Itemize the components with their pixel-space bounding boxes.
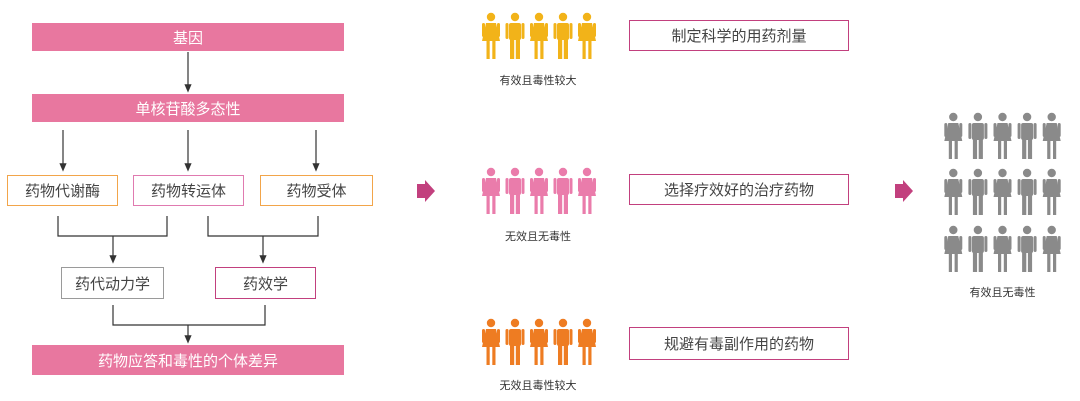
action-label: 规避有毒副作用的药物 [663, 335, 814, 353]
person-icon [1017, 168, 1037, 215]
people-group-ineffective-toxic [478, 318, 600, 366]
people-icons [944, 225, 1061, 272]
people-icons [482, 167, 596, 214]
group-caption: 无效且无毒性 [505, 230, 571, 243]
person-icon [944, 168, 963, 215]
person-icon [482, 318, 500, 365]
person-icon [553, 318, 573, 365]
person-icon [1042, 168, 1061, 215]
person-icon [482, 12, 500, 59]
factor-label: 药物代谢酶 [24, 182, 100, 200]
action-label: 选择疗效好的治疗药物 [663, 181, 814, 199]
snp-bar: 单核苷酸多态性 [32, 94, 344, 122]
pharmacokinetics-box: 药代动力学 [61, 267, 164, 299]
person-icon [993, 225, 1012, 272]
section-arrow-1 [417, 180, 435, 202]
factor-label: 药物受体 [286, 182, 347, 200]
person-icon [968, 112, 988, 159]
person-icon [1017, 112, 1037, 159]
pharmacodynamics-label: 药效学 [242, 274, 288, 293]
person-icon [578, 12, 596, 59]
factor-label: 药物转运体 [150, 182, 226, 200]
people-group-effective-toxic [478, 12, 600, 60]
person-icon [530, 167, 548, 214]
person-icon [530, 12, 548, 59]
person-icon [505, 318, 525, 365]
action-box-select-drug: 选择疗效好的治疗药物 [629, 174, 849, 205]
action-label: 制定科学的用药剂量 [671, 27, 807, 45]
bracket-result [112, 305, 266, 326]
person-icon [1042, 225, 1061, 272]
person-icon [530, 318, 548, 365]
section-arrow-2 [895, 180, 913, 202]
snp-label: 单核苷酸多态性 [135, 99, 241, 118]
person-icon [944, 112, 963, 159]
factor-box-metabolic-enzyme: 药物代谢酶 [7, 175, 118, 206]
person-icon [505, 167, 525, 214]
action-box-avoid-toxic: 规避有毒副作用的药物 [629, 327, 849, 360]
person-icon [993, 112, 1012, 159]
result-bar: 药物应答和毒性的个体差异 [32, 345, 344, 375]
group-caption: 无效且毒性较大 [499, 379, 577, 392]
people-icons [944, 112, 1061, 159]
flow-connectors [57, 52, 320, 344]
group-caption: 有效且毒性较大 [499, 74, 577, 87]
person-icon [968, 225, 988, 272]
bracket-pd [207, 216, 319, 237]
bracket-pk [57, 216, 168, 237]
action-box-dosage: 制定科学的用药剂量 [629, 20, 849, 51]
person-icon [1042, 112, 1061, 159]
person-icon [578, 167, 596, 214]
person-icon [944, 225, 963, 272]
result-label: 药物应答和毒性的个体差异 [97, 351, 278, 370]
pharmacodynamics-box: 药效学 [215, 267, 316, 299]
person-icon [1017, 225, 1037, 272]
gene-label: 基因 [172, 28, 203, 47]
factor-box-transporter: 药物转运体 [133, 175, 244, 206]
person-icon [578, 318, 596, 365]
people-icons [944, 168, 1061, 215]
person-icon [505, 12, 525, 59]
person-icon [993, 168, 1012, 215]
people-group-ineffective-nontoxic [478, 167, 600, 215]
gene-bar: 基因 [32, 23, 344, 51]
person-icon [968, 168, 988, 215]
person-icon [553, 12, 573, 59]
factor-box-receptor: 药物受体 [260, 175, 373, 206]
pharmacokinetics-label: 药代动力学 [74, 274, 150, 293]
people-icons [482, 12, 596, 59]
people-grid-effective-nontoxic [940, 112, 1065, 272]
people-icons [482, 318, 596, 365]
right-caption: 有效且无毒性 [969, 286, 1036, 299]
person-icon [553, 167, 573, 214]
person-icon [482, 167, 500, 214]
